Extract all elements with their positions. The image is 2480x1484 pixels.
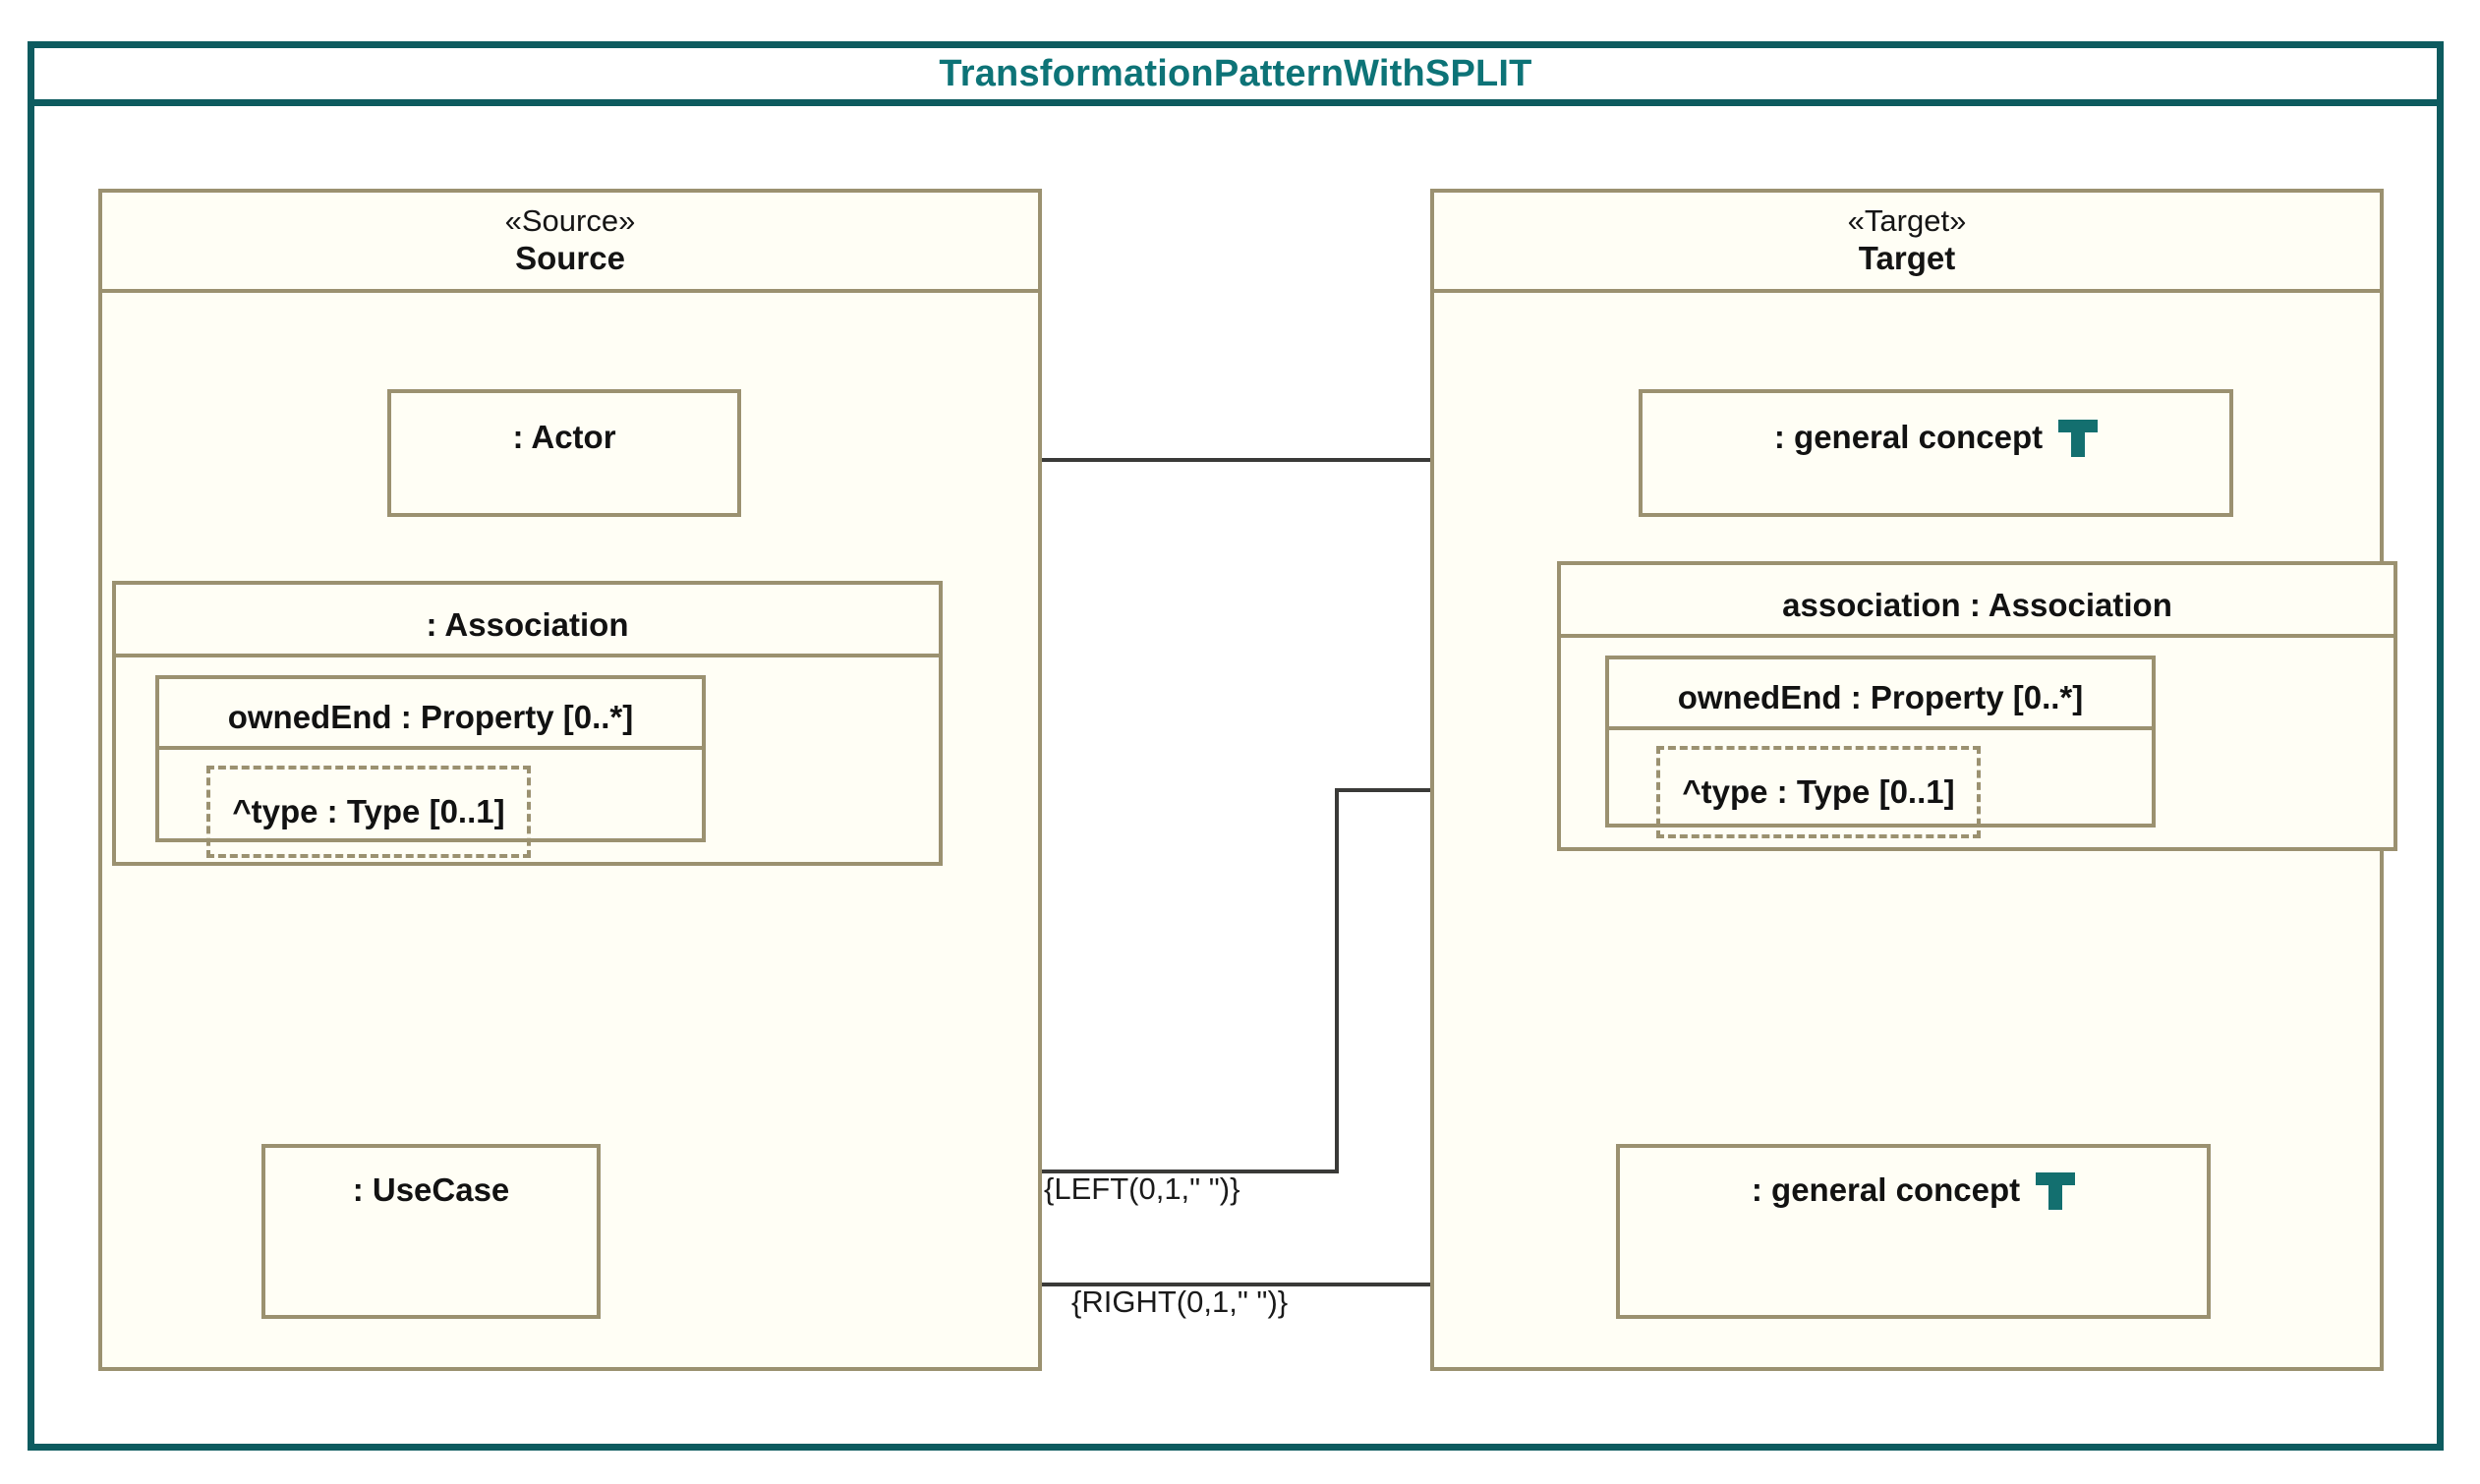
target-general-concept-bottom-label: : general concept — [1751, 1171, 2021, 1208]
connector-elbow-to-owned-end — [1335, 788, 1492, 792]
target-owned-end-box[interactable]: ownedEnd : Property [0..*] ^type : Type … — [1605, 656, 2156, 838]
source-stereotype: «Source» — [504, 202, 636, 238]
target-general-concept-top-label: : general concept — [1773, 419, 2044, 455]
source-owned-end-box[interactable]: ownedEnd : Property [0..*] ^type : Type … — [155, 675, 706, 858]
source-association-separator — [116, 654, 939, 657]
source-package-header: «Source» Source — [102, 193, 1038, 293]
target-general-concept-bottom-row: : general concept — [1620, 1158, 2207, 1223]
target-general-concept-bottom-box[interactable]: : general concept — [1616, 1144, 2211, 1319]
target-association-label: association : Association — [1782, 587, 2172, 623]
target-owned-end-label: ownedEnd : Property [0..*] — [1677, 679, 2084, 715]
target-package[interactable]: «Target» Target : general concept associ… — [1430, 189, 2397, 1371]
source-owned-end-separator — [159, 746, 702, 750]
page-title: TransformationPatternWithSPLIT — [939, 52, 1532, 94]
target-general-concept-top-row: : general concept — [1643, 405, 2229, 470]
source-package[interactable]: «Source» Source : Actor : Association ow… — [98, 189, 1042, 1371]
source-actor-box[interactable]: : Actor — [387, 389, 741, 517]
connector-label-right: {RIGHT(0,1," ")} — [1071, 1284, 1289, 1319]
target-association-separator — [1561, 634, 2393, 638]
target-general-concept-top-box[interactable]: : general concept — [1639, 389, 2233, 517]
source-type-slot[interactable]: ^type : Type [0..1] — [206, 766, 531, 858]
t-icon — [2058, 418, 2099, 457]
connector-label-left: {LEFT(0,1," ")} — [1044, 1171, 1240, 1206]
source-association-label: : Association — [426, 606, 629, 643]
target-stereotype: «Target» — [1847, 202, 1967, 238]
source-name: Source — [515, 239, 625, 276]
connector-usecase-to-general-concept-bottom — [739, 1283, 1604, 1286]
source-usecase-label: : UseCase — [352, 1171, 510, 1208]
t-icon — [2036, 1170, 2076, 1210]
source-actor-label: : Actor — [512, 419, 616, 455]
target-package-header: «Target» Target — [1434, 193, 2380, 293]
target-owned-end-separator — [1609, 726, 2152, 730]
diagram-title-bar: TransformationPatternWithSPLIT — [28, 41, 2444, 106]
connector-usecase-elbow-vertical — [1335, 788, 1339, 1173]
source-owned-end-label: ownedEnd : Property [0..*] — [227, 699, 634, 735]
target-association-box[interactable]: association : Association ownedEnd : Pro… — [1557, 561, 2397, 851]
source-association-box[interactable]: : Association ownedEnd : Property [0..*]… — [112, 581, 943, 866]
connector-actor-to-general-concept — [739, 458, 1644, 462]
source-usecase-box[interactable]: : UseCase — [261, 1144, 601, 1319]
target-type-slot[interactable]: ^type : Type [0..1] — [1656, 746, 1981, 838]
target-name: Target — [1858, 239, 1956, 276]
